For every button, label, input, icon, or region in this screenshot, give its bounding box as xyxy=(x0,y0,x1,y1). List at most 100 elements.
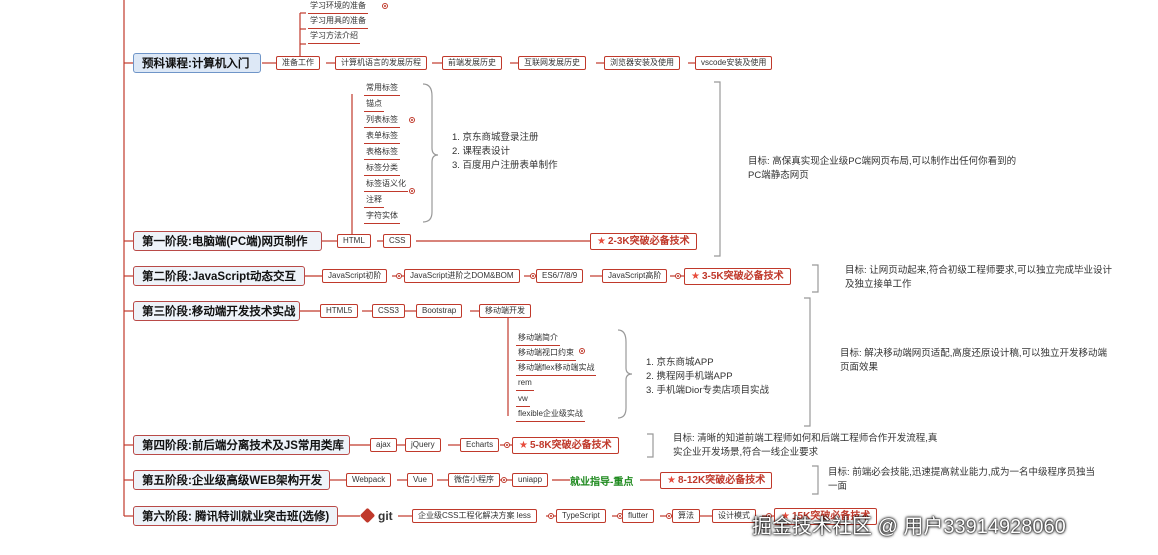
tech-node[interactable]: HTML5 xyxy=(320,304,359,318)
watermark: 掘金技术社区 @ 用户33914928060 xyxy=(752,516,1066,538)
tech-node[interactable]: 算法 xyxy=(672,509,700,523)
stage-1[interactable]: 第一阶段:电脑端(PC端)网页制作 xyxy=(133,231,322,251)
tech-node[interactable]: HTML xyxy=(337,234,371,248)
tech-node[interactable]: Bootstrap xyxy=(416,304,463,318)
html-item[interactable]: 字符实体 xyxy=(364,210,400,224)
stage-6[interactable]: 第六阶段: 腾讯特训就业突击班(选修) xyxy=(133,506,338,526)
badge-text: 15K突破必备技术 xyxy=(791,511,871,522)
badge-text: 8-12K突破必备技术 xyxy=(677,475,766,486)
topic-node[interactable]: 浏览器安装及使用 xyxy=(604,56,680,70)
mobile-item[interactable]: 移动端视口约束 xyxy=(516,347,576,361)
tech-node[interactable]: ajax xyxy=(370,438,397,452)
topic-node[interactable]: 互联网发展历史 xyxy=(518,56,586,70)
star-icon: ★ xyxy=(667,475,676,486)
salary-badge: ★8-12K突破必备技术 xyxy=(660,472,773,489)
goal-text: 目标: 清晰的知道前端工程师如何和后端工程师合作开发流程,真 xyxy=(673,433,938,444)
salary-badge: ★5-8K突破必备技术 xyxy=(512,437,619,454)
html-item[interactable]: 常用标签 xyxy=(364,82,400,96)
tech-node[interactable]: uniapp xyxy=(512,473,549,487)
html-item[interactable]: 锚点 xyxy=(364,98,384,112)
expand-dot[interactable] xyxy=(766,513,772,519)
mobile-item[interactable]: flexible企业级实战 xyxy=(516,408,585,422)
tech-node[interactable]: ES6/7/8/9 xyxy=(536,269,584,283)
tech-node[interactable]: CSS xyxy=(383,234,412,248)
salary-badge: ★15K突破必备技术 xyxy=(774,508,878,525)
git-label: git xyxy=(378,509,393,523)
git-icon xyxy=(359,507,376,524)
prep-node[interactable]: 准备工作 xyxy=(276,56,320,70)
tech-node[interactable]: 设计模式 xyxy=(712,509,756,523)
expand-dot[interactable] xyxy=(530,273,536,279)
goal-text: 目标: 高保真实现企业级PC端网页布局,可以制作出任何你看到的 xyxy=(748,156,1017,167)
badge-text: 3-5K突破必备技术 xyxy=(701,271,784,282)
goal-text: 一面 xyxy=(828,481,848,492)
career-guidance[interactable]: 就业指导-重点 xyxy=(570,477,634,488)
project-item: 2. 课程表设计 xyxy=(452,146,511,157)
salary-badge: ★3-5K突破必备技术 xyxy=(684,268,791,285)
mobile-item[interactable]: vw xyxy=(516,393,530,407)
project-item: 3. 手机端Dior专卖店项目实战 xyxy=(646,385,769,396)
html-item[interactable]: 标签语义化 xyxy=(364,178,408,192)
html-item[interactable]: 表格标签 xyxy=(364,146,400,160)
goal-text: PC端静态网页 xyxy=(748,170,809,181)
stage-5[interactable]: 第五阶段:企业级高级WEB架构开发 xyxy=(133,470,330,490)
project-item: 1. 京东商城APP xyxy=(646,357,714,368)
expand-dot[interactable] xyxy=(666,513,672,519)
expand-dot[interactable] xyxy=(579,348,585,354)
expand-dot[interactable] xyxy=(409,117,415,123)
salary-badge: ★2-3K突破必备技术 xyxy=(590,233,697,250)
goal-text: 页面效果 xyxy=(840,362,879,373)
expand-dot[interactable] xyxy=(396,273,402,279)
expand-dot[interactable] xyxy=(501,477,507,483)
tech-node[interactable]: 企业级CSS工程化解决方案 less xyxy=(412,509,537,523)
star-icon: ★ xyxy=(691,271,700,282)
badge-text: 2-3K突破必备技术 xyxy=(607,236,690,247)
tech-node[interactable]: 微信小程序 xyxy=(448,473,500,487)
tech-node[interactable]: JavaScript初阶 xyxy=(322,269,388,283)
tech-node[interactable]: Vue xyxy=(407,473,433,487)
html-item[interactable]: 标签分类 xyxy=(364,162,400,176)
mobile-item[interactable]: 移动端flex移动端实战 xyxy=(516,362,597,376)
goal-text: 实企业开发场景,符合一线企业要求 xyxy=(673,447,819,458)
stage-3[interactable]: 第三阶段:移动端开发技术实战 xyxy=(133,301,300,321)
goal-text: 目标: 前端必会技能,迅速提高就业能力,成为一名中级程序员独当 xyxy=(828,467,1096,478)
git-node[interactable]: git xyxy=(359,507,393,524)
goal-text: 目标: 让网页动起来,符合初级工程师要求,可以独立完成毕业设计 xyxy=(845,265,1113,276)
tech-node[interactable]: Webpack xyxy=(346,473,392,487)
html-item[interactable]: 表单标签 xyxy=(364,130,400,144)
stage-2[interactable]: 第二阶段:JavaScript动态交互 xyxy=(133,266,305,286)
tech-node[interactable]: TypeScript xyxy=(556,509,606,523)
project-item: 1. 京东商城登录注册 xyxy=(452,132,539,143)
html-item[interactable]: 注释 xyxy=(364,194,384,208)
mobile-item[interactable]: 移动端简介 xyxy=(516,332,560,346)
tech-node[interactable]: jQuery xyxy=(405,438,441,452)
topic-node[interactable]: vscode安装及使用 xyxy=(695,56,773,70)
tech-node[interactable]: JavaScript高阶 xyxy=(602,269,668,283)
star-icon: ★ xyxy=(519,440,528,451)
prep-item[interactable]: 学习方法介绍 xyxy=(308,30,360,44)
mobile-item[interactable]: rem xyxy=(516,377,534,391)
tech-node[interactable]: Echarts xyxy=(460,438,500,452)
star-icon: ★ xyxy=(781,511,790,522)
topic-node[interactable]: 计算机语言的发展历程 xyxy=(335,56,427,70)
expand-dot[interactable] xyxy=(548,513,554,519)
project-item: 3. 百度用户注册表单制作 xyxy=(452,160,558,171)
tech-node[interactable]: flutter xyxy=(622,509,655,523)
prep-item[interactable]: 学习用具的准备 xyxy=(308,15,368,29)
prep-item[interactable]: 学习环境的准备 xyxy=(308,0,368,14)
stage-4[interactable]: 第四阶段:前后端分离技术及JS常用类库 xyxy=(133,435,350,455)
stage-preface[interactable]: 预科课程:计算机入门 xyxy=(133,53,261,73)
expand-dot[interactable] xyxy=(675,273,681,279)
tech-node[interactable]: CSS3 xyxy=(372,304,405,318)
star-icon: ★ xyxy=(597,236,606,247)
tech-node[interactable]: JavaScript进阶之DOM&BOM xyxy=(404,269,520,283)
expand-dot[interactable] xyxy=(504,442,510,448)
topic-node[interactable]: 前端发展历史 xyxy=(442,56,502,70)
goal-text: 目标: 解决移动端网页适配,高度还原设计稿,可以独立开发移动端 xyxy=(840,348,1108,359)
tech-node[interactable]: 移动端开发 xyxy=(479,304,531,318)
html-item[interactable]: 列表标签 xyxy=(364,114,400,128)
project-item: 2. 携程网手机端APP xyxy=(646,371,733,382)
expand-dot[interactable] xyxy=(409,188,415,194)
expand-dot[interactable] xyxy=(382,3,388,9)
